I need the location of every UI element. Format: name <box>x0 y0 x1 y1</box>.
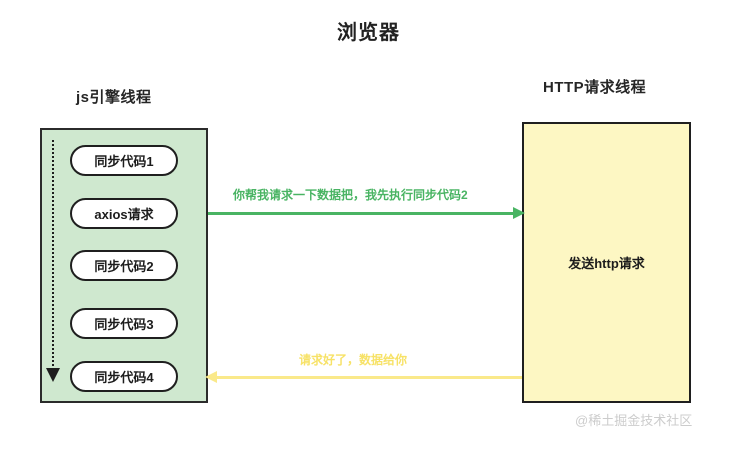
step-box-sync-code-1[interactable]: 同步代码1 <box>70 145 178 176</box>
arrow-request-outgoing <box>208 207 525 219</box>
execution-flow-dotted-line <box>52 140 56 374</box>
lane-title-js-engine-thread: js引擎线程 <box>76 89 152 106</box>
lane-http-request-thread: 发送http请求 <box>522 122 691 403</box>
arrow-label-response-incoming: 请求好了，数据给你 <box>299 353 408 367</box>
page-title: 浏览器 <box>337 22 400 44</box>
arrow-label-request-outgoing: 你帮我请求一下数据把，我先执行同步代码2 <box>233 188 468 202</box>
step-box-axios-request[interactable]: axios请求 <box>70 198 178 229</box>
lane-http-request-body-label: 发送http请求 <box>568 256 645 271</box>
step-box-sync-code-2[interactable]: 同步代码2 <box>70 250 178 281</box>
arrow-left-head-icon <box>205 371 217 383</box>
lane-title-http-request-thread: HTTP请求线程 <box>543 79 647 96</box>
step-box-sync-code-3[interactable]: 同步代码3 <box>70 308 178 339</box>
execution-flow-arrow-down-icon <box>46 368 60 382</box>
watermark: @稀土掘金技术社区 <box>575 413 693 428</box>
step-box-sync-code-4[interactable]: 同步代码4 <box>70 361 178 392</box>
arrow-response-incoming <box>205 371 522 383</box>
arrow-right-head-icon <box>513 207 525 219</box>
